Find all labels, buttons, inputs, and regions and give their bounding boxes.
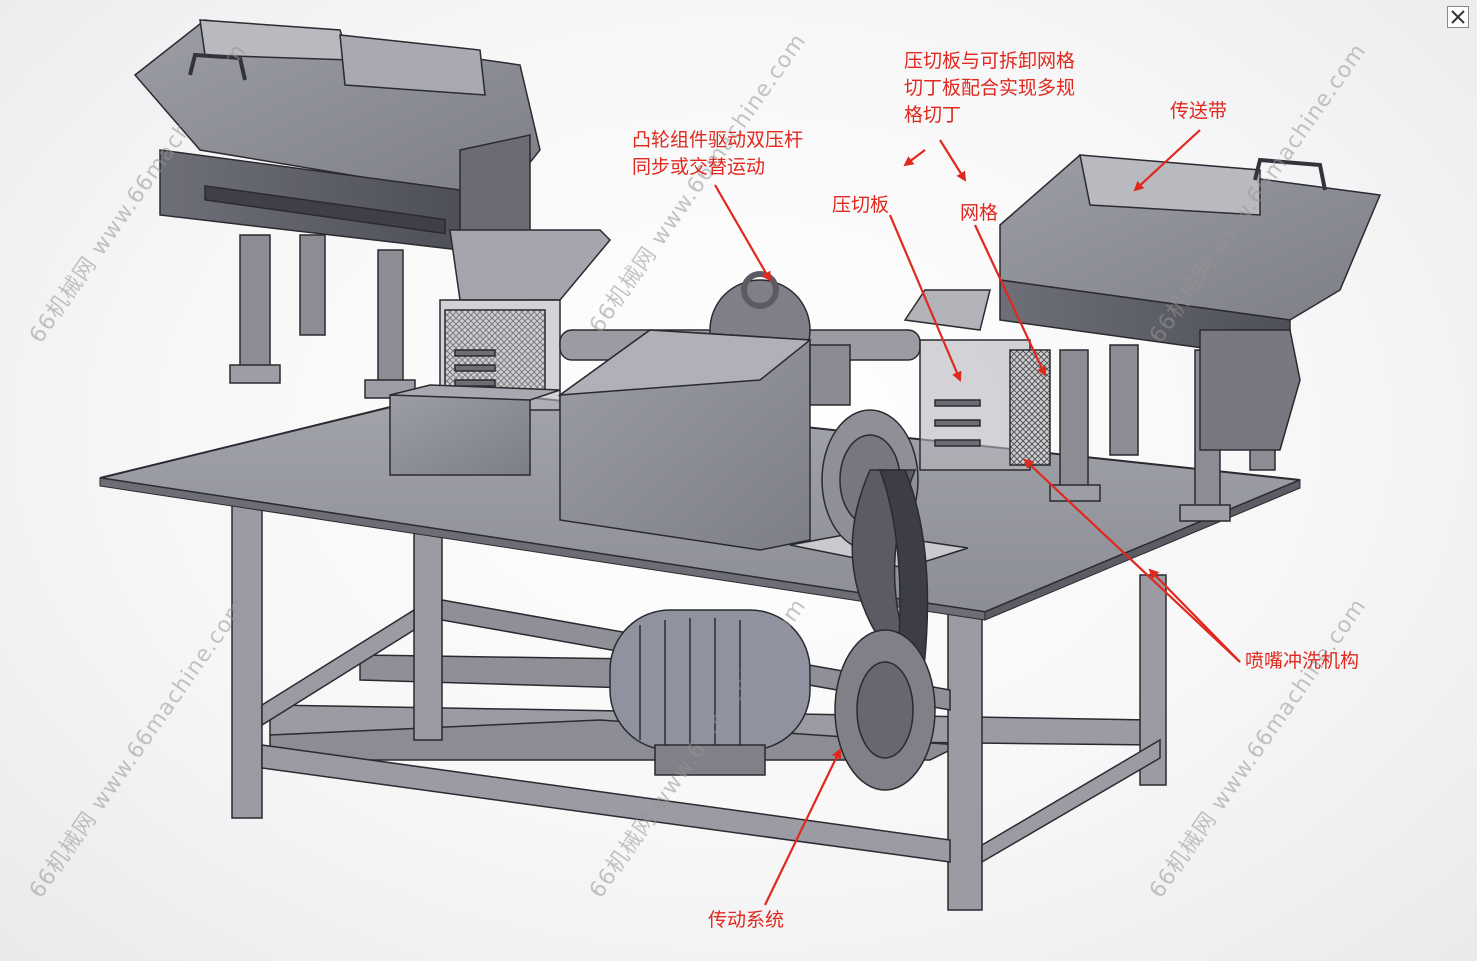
close-icon[interactable] <box>1447 6 1469 28</box>
left-conveyor <box>133 19 612 399</box>
right-conveyor <box>999 154 1382 522</box>
right-cutting-box <box>903 289 1051 471</box>
motor-drive <box>609 469 936 791</box>
label-press-plate: 压切板 <box>832 194 890 216</box>
label-drive: 传动系统 <box>708 909 785 931</box>
label-grid: 网格 <box>960 202 999 224</box>
label-cam: 凸轮组件驱动双压杆 同步或交替运动 <box>632 129 804 178</box>
callout-arrows <box>714 129 1241 906</box>
label-plate-grid: 压切板与可拆卸网格 切丁板配合实现多规 格切丁 <box>904 50 1076 126</box>
label-nozzle: 喷嘴冲洗机构 <box>1245 650 1360 672</box>
label-belt: 传送带 <box>1170 100 1228 122</box>
left-cutting-box <box>389 299 561 476</box>
